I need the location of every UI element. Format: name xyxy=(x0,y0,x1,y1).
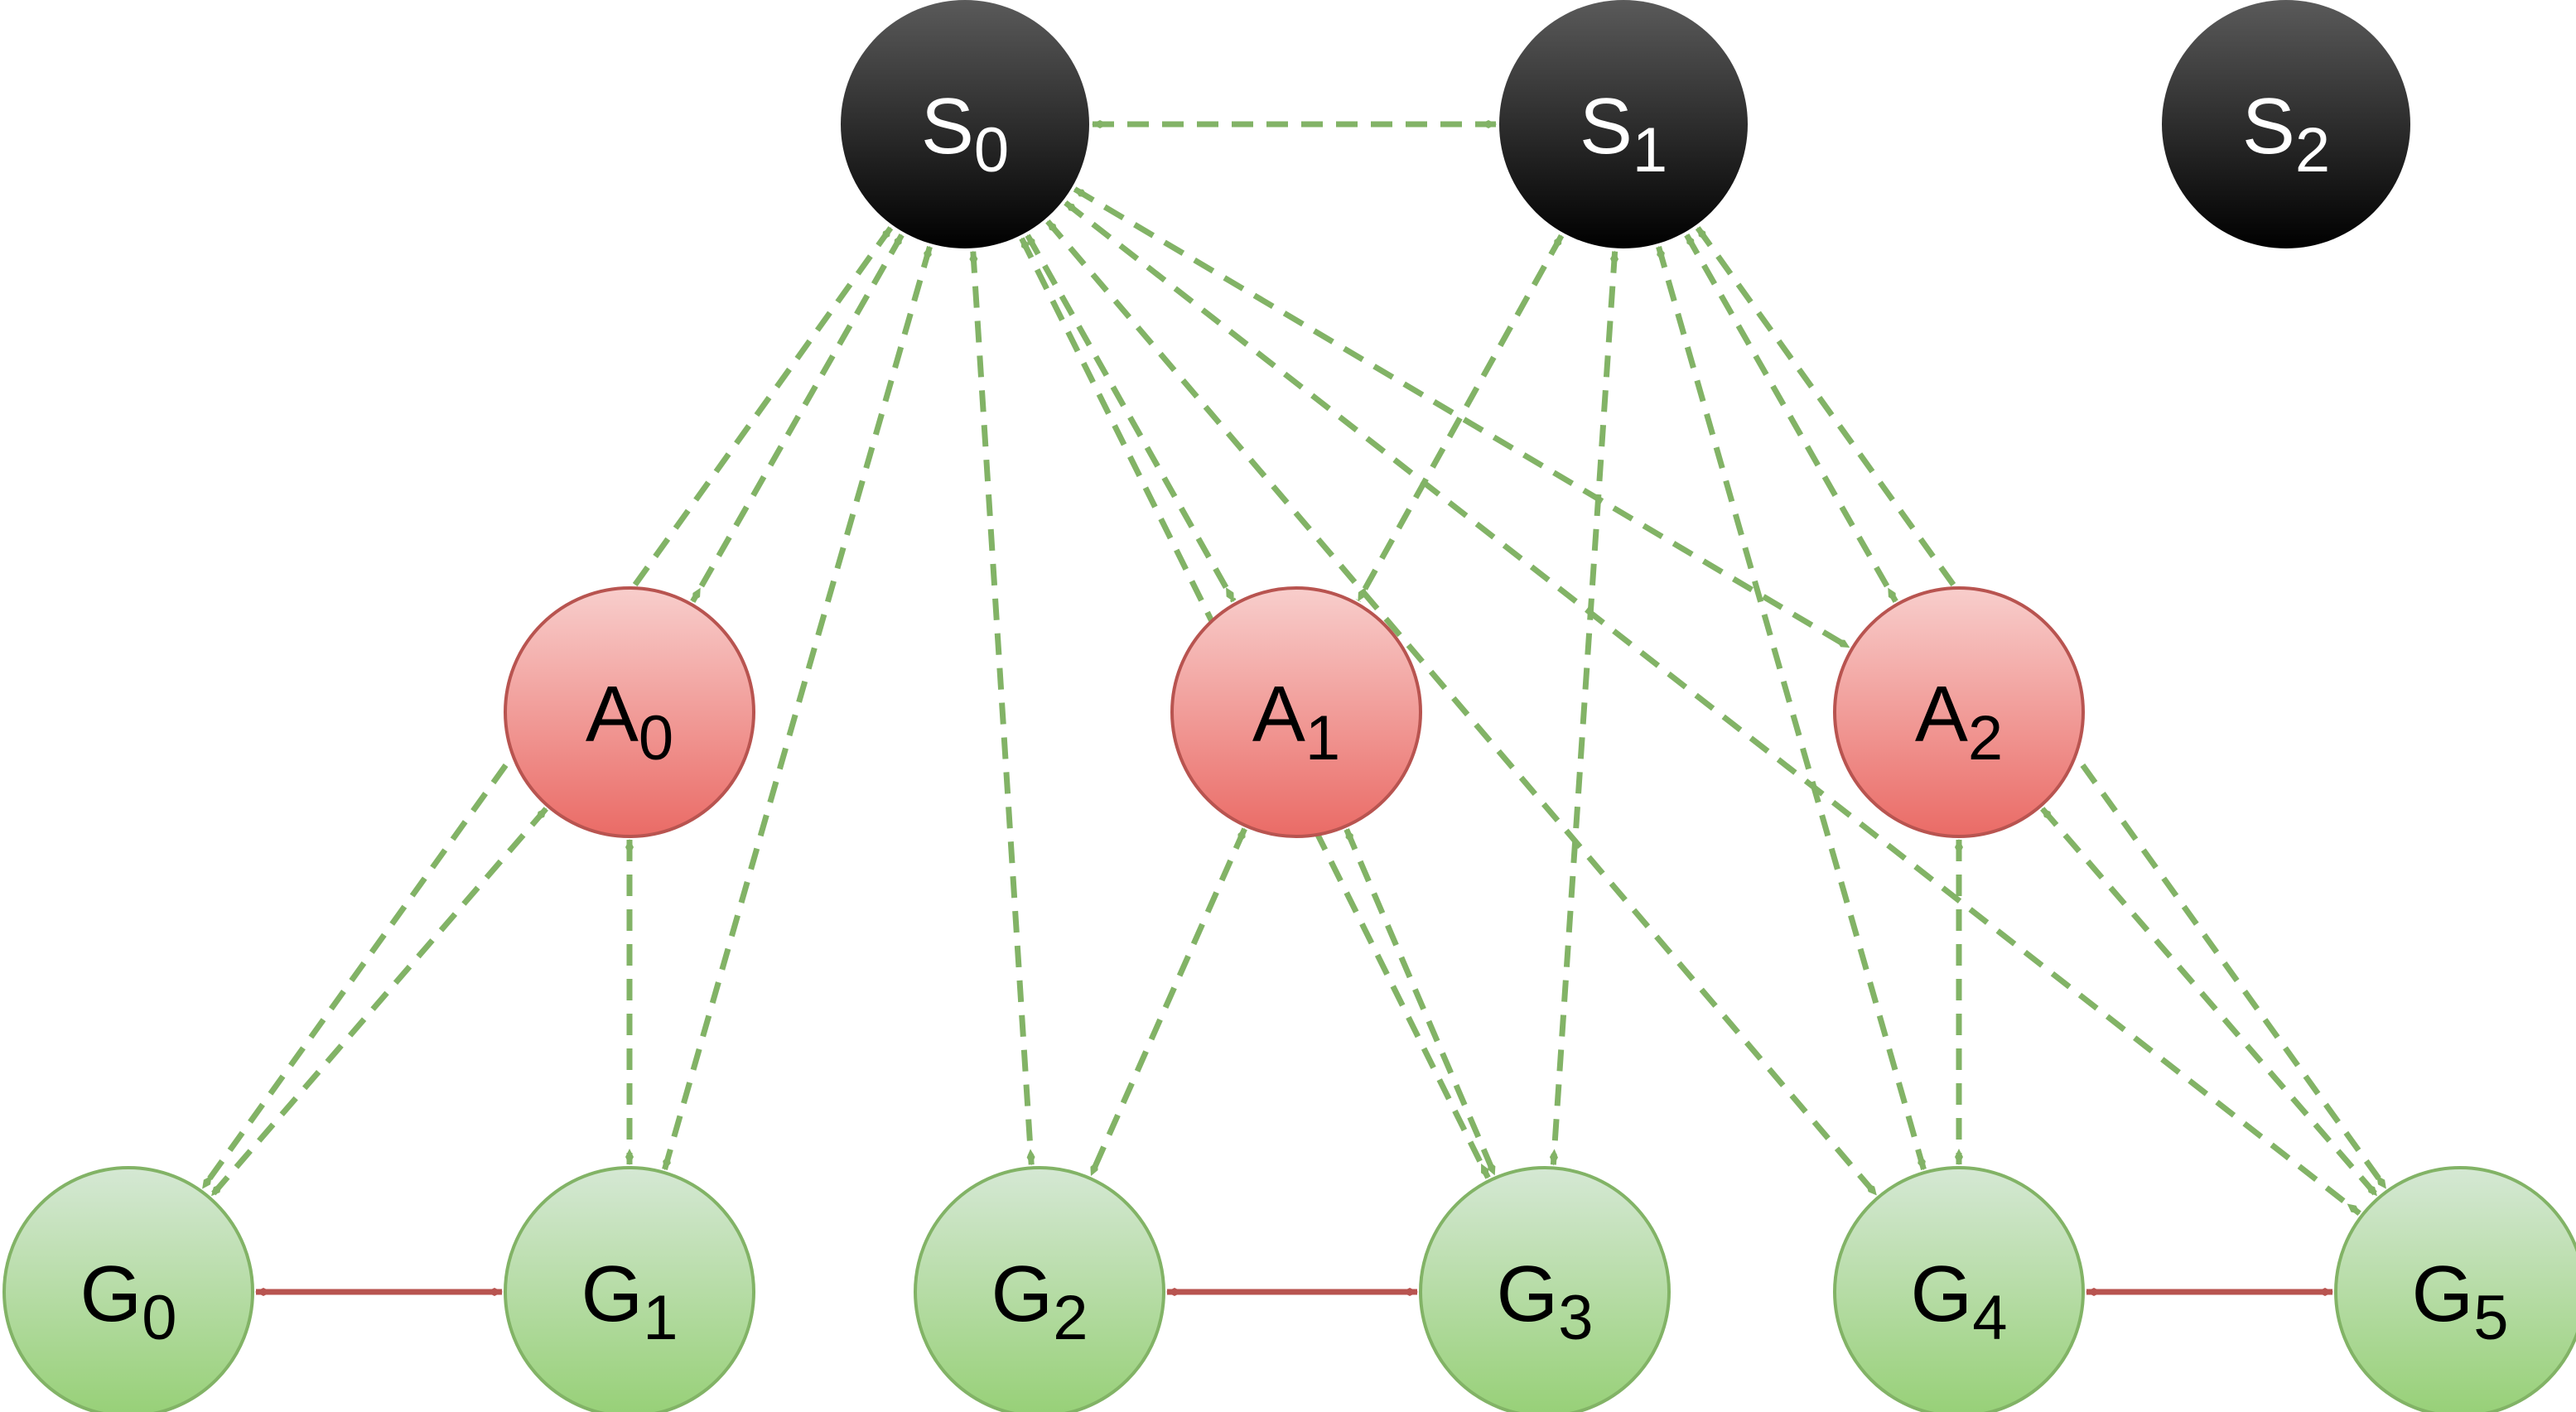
node-letter: A xyxy=(1252,670,1305,759)
node-letter: G xyxy=(2412,1250,2474,1338)
edge-s0-a1 xyxy=(1025,234,1237,603)
node-g0: G0 xyxy=(2,1166,254,1412)
edges-layer xyxy=(200,120,2389,1296)
node-g4: G4 xyxy=(1833,1166,2085,1412)
edge-s0-g1 xyxy=(662,246,933,1170)
node-letter: S xyxy=(2242,82,2295,171)
node-circle xyxy=(504,586,755,838)
node-label: A2 xyxy=(1915,670,2003,773)
node-letter: G xyxy=(80,1250,142,1338)
node-s2: S2 xyxy=(2162,0,2410,248)
node-g2: G2 xyxy=(914,1166,1165,1412)
edge-s1-a2 xyxy=(1684,234,1898,603)
node-g5: G5 xyxy=(2334,1166,2576,1412)
node-a0: A0 xyxy=(504,586,755,838)
node-circle xyxy=(1419,1166,1671,1412)
node-label: G1 xyxy=(581,1250,678,1353)
node-label: A0 xyxy=(586,670,673,773)
node-subscript: 4 xyxy=(1972,1283,2007,1353)
node-a1: A1 xyxy=(1170,586,1422,838)
node-subscript: 2 xyxy=(2295,115,2330,186)
node-circle xyxy=(1833,1166,2085,1412)
node-letter: S xyxy=(1580,82,1633,171)
node-label: S2 xyxy=(2242,82,2330,186)
node-g1: G1 xyxy=(504,1166,755,1412)
node-label: S0 xyxy=(921,82,1009,186)
node-subscript: 0 xyxy=(974,115,1009,186)
edge-a1-g3 xyxy=(1343,828,1498,1176)
node-circle xyxy=(841,0,1089,248)
node-label: G2 xyxy=(991,1250,1088,1353)
node-subscript: 3 xyxy=(1558,1283,1593,1353)
node-subscript: 0 xyxy=(142,1283,176,1353)
node-label: G4 xyxy=(1911,1250,2008,1353)
node-subscript: 2 xyxy=(1968,703,2003,773)
node-letter: G xyxy=(1911,1250,1973,1338)
node-subscript: 1 xyxy=(1305,703,1340,773)
edge-s0-a0 xyxy=(690,234,904,603)
edge-a1-g2 xyxy=(1088,827,1247,1177)
edge-s1-g3 xyxy=(1549,250,1619,1166)
node-circle xyxy=(504,1166,755,1412)
node-letter: A xyxy=(586,670,639,759)
node-g3: G3 xyxy=(1419,1166,1671,1412)
node-subscript: 0 xyxy=(639,703,673,773)
edge-s0-g2 xyxy=(969,250,1035,1166)
node-circle xyxy=(1499,0,1748,248)
node-circle xyxy=(914,1166,1165,1412)
node-label: S1 xyxy=(1580,82,1667,186)
node-subscript: 1 xyxy=(1633,115,1667,186)
edge-a0-g0 xyxy=(210,807,548,1198)
node-circle xyxy=(2334,1166,2576,1412)
node-circle xyxy=(2162,0,2410,248)
node-circle xyxy=(2,1166,254,1412)
node-letter: G xyxy=(991,1250,1054,1338)
node-letter: S xyxy=(921,82,974,171)
node-letter: G xyxy=(581,1250,644,1338)
node-label: G5 xyxy=(2412,1250,2509,1353)
edge-s0-a2 xyxy=(1073,186,1851,650)
node-label: G0 xyxy=(80,1250,177,1353)
node-a2: A2 xyxy=(1833,586,2085,838)
node-subscript: 1 xyxy=(643,1283,678,1353)
node-letter: A xyxy=(1915,670,1968,759)
edge-a2-g5 xyxy=(2040,807,2379,1198)
node-subscript: 5 xyxy=(2473,1283,2508,1353)
edge-s1-a1 xyxy=(1355,234,1565,603)
node-s1: S1 xyxy=(1499,0,1748,248)
node-circle xyxy=(1170,586,1422,838)
node-label: A1 xyxy=(1252,670,1340,773)
node-s0: S0 xyxy=(841,0,1089,248)
node-subscript: 2 xyxy=(1053,1283,1088,1353)
node-label: G3 xyxy=(1497,1250,1594,1353)
node-letter: G xyxy=(1497,1250,1559,1338)
node-circle xyxy=(1833,586,2085,838)
